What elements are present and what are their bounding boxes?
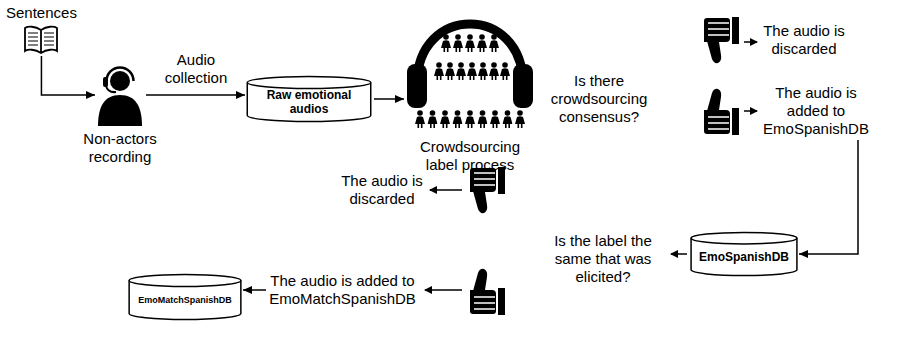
crowdsourcing-group: Crowdsourcing label process (404, 4, 536, 174)
thumbs-down-icon (470, 167, 505, 213)
question-label: Is there crowdsourcing consensus? (540, 72, 658, 126)
connector-line (146, 94, 245, 96)
arrow-head (236, 91, 245, 99)
node-text: Crowdsourcing label process (404, 138, 536, 174)
database-cylinder: Raw emotional audios (246, 76, 372, 122)
node-text: Non-actors recording (74, 130, 166, 166)
node-text: EmoSpanishDB (699, 251, 789, 265)
connector-arrow (146, 91, 245, 99)
node-text: Sentences (6, 4, 77, 22)
sentence-source: Sentences (6, 4, 77, 54)
node-text: Raw emotional audios (252, 89, 366, 117)
connector-line (799, 140, 858, 254)
thumbs-up-icon (704, 89, 739, 135)
node-text: The audio is discarded (762, 22, 846, 58)
connector-arrow (374, 95, 404, 103)
outcome-text: The audio is added to EmoMatchSpanishDB (268, 272, 417, 308)
connector-arrow (41, 56, 95, 99)
book-icon (23, 24, 59, 54)
outcome-arrow (430, 189, 462, 191)
connector-arrow (799, 140, 858, 258)
node-text: EmoMatchSpanishDB (138, 295, 232, 305)
person-headset-icon (96, 64, 144, 126)
connector-arrow (243, 286, 266, 294)
database-cylinder: EmoSpanishDB (690, 232, 798, 276)
database-cylinder: EmoMatchSpanishDB (128, 274, 242, 320)
outcome-text: The audio is discarded (340, 172, 424, 208)
database-arrow (671, 253, 687, 255)
arrow-head (243, 286, 252, 294)
arrow-head (86, 91, 95, 99)
headphones-crowd-icon (405, 4, 535, 134)
edge-label: Audio collection (156, 51, 236, 87)
question-label: Is the label the same that was elicited? (540, 232, 666, 286)
outcome-arrow (744, 41, 757, 43)
arrow-head (395, 95, 404, 103)
node-text: The audio is added to EmoSpanishDB (762, 84, 870, 138)
outcome-text: The audio is discarded (762, 22, 846, 58)
arrow-head (799, 250, 808, 258)
connector-line (41, 56, 95, 95)
outcome-arrow (744, 110, 757, 112)
recording-person: Non-actors recording (74, 64, 166, 166)
thumbs-down-icon (704, 17, 739, 63)
outcome-arrow (425, 289, 462, 291)
node-text: The audio is added to EmoMatchSpanishDB (268, 272, 417, 308)
outcome-text: The audio is added to EmoSpanishDB (762, 84, 870, 138)
node-text: The audio is discarded (340, 172, 424, 208)
thumbs-up-icon (470, 269, 505, 315)
